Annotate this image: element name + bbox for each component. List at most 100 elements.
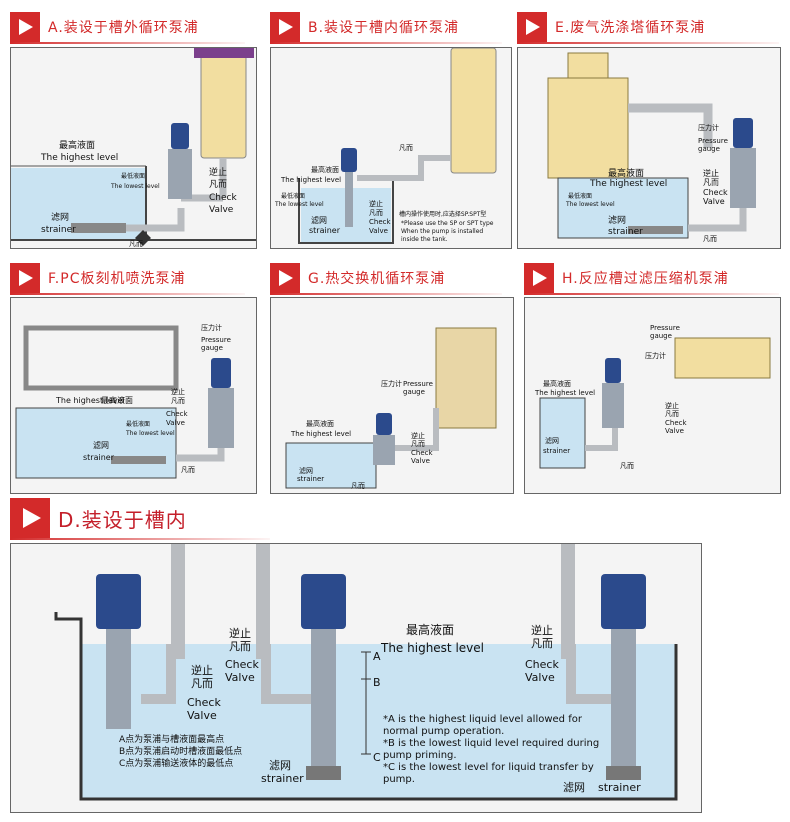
svg-text:凡而: 凡而 (411, 440, 425, 448)
svg-text:凡而: 凡而 (531, 637, 553, 650)
svg-text:The lowest level: The lowest level (274, 201, 324, 208)
header-e: E.废气洗涤塔循环泵浦 (517, 12, 779, 44)
svg-text:Check: Check (166, 410, 188, 418)
svg-text:凡而: 凡而 (703, 235, 717, 243)
svg-text:逆止: 逆止 (531, 623, 553, 637)
svg-text:Pressure: Pressure (698, 137, 728, 145)
svg-text:逆止: 逆止 (703, 168, 719, 178)
d-highest-cn: 最高液面 (406, 622, 454, 637)
play-triangle-icon (10, 12, 40, 42)
d-note-cn-3: C点为泵浦输送液体的最低点 (119, 757, 233, 769)
svg-text:strainer: strainer (309, 226, 341, 235)
strainer-en: strainer (41, 225, 76, 235)
svg-text:最低液面: 最低液面 (126, 420, 150, 428)
pump-motor (341, 148, 357, 172)
svg-text:压力计: 压力计 (698, 123, 719, 132)
svg-text:Valve: Valve (665, 427, 684, 435)
d-note-cn-2: B点为泵浦启动时槽液面最低点 (119, 745, 242, 757)
svg-text:凡而: 凡而 (181, 466, 195, 474)
pump-body (168, 149, 192, 199)
svg-text:Valve: Valve (703, 197, 725, 206)
pump-motor (605, 358, 621, 383)
check-en2: Valve (209, 205, 234, 215)
svg-text:strainer: strainer (608, 227, 643, 237)
svg-text:Valve: Valve (525, 671, 555, 684)
svg-text:The highest level: The highest level (589, 179, 667, 189)
svg-text:凡而: 凡而 (620, 462, 634, 470)
filter-column (200, 48, 247, 159)
lowest-en: The lowest level (110, 183, 160, 190)
svg-text:滤网: 滤网 (545, 436, 559, 445)
pump-body (208, 388, 234, 448)
svg-text:When the pump is installed: When the pump is installed (401, 228, 483, 235)
pump-3-motor (601, 574, 646, 629)
svg-text:压力计: 压力计 (201, 323, 222, 332)
header-b-text: B.装设于槽内循环泵浦 (308, 20, 460, 36)
strainer-2 (306, 766, 341, 780)
play-triangle-icon (10, 263, 40, 293)
d-note-en-5: *C is the lowest level for liquid transf… (383, 762, 594, 773)
header-e-text: E.废气洗涤塔循环泵浦 (555, 20, 706, 36)
svg-text:最高液面: 最高液面 (306, 419, 334, 428)
svg-text:凡而: 凡而 (369, 209, 383, 217)
d-point-c: C (373, 751, 381, 764)
svg-text:压力计: 压力计 (381, 379, 402, 388)
svg-text:滤网: 滤网 (311, 215, 327, 225)
svg-text:gauge: gauge (201, 344, 223, 352)
header-d: D.装设于槽内 (10, 498, 270, 540)
svg-text:strainer: strainer (543, 447, 570, 455)
panel-f-diagram: 压力计 Pressure gauge 最高液面 The highest leve… (15, 323, 234, 479)
header-f-text: F.PC板刻机喷洗泵浦 (48, 271, 186, 287)
header-a-text: A.装设于槽外循环泵浦 (48, 20, 199, 36)
svg-text:gauge: gauge (698, 145, 720, 153)
svg-text:Check: Check (525, 658, 559, 671)
header-b: B.装设于槽内循环泵浦 (270, 12, 502, 44)
column-cap (194, 48, 254, 58)
header-g-text: G.热交换机循环泵浦 (308, 271, 446, 287)
svg-text:滤网: 滤网 (608, 214, 626, 226)
svg-text:*Please use the SP or SPT type: *Please use the SP or SPT type (401, 220, 494, 227)
svg-text:Pressure: Pressure (403, 380, 433, 388)
svg-text:Pressure: Pressure (201, 336, 231, 344)
lowest-cn: 最低液面 (121, 172, 145, 180)
svg-text:槽内操作使用时,应选择SP.SPT型: 槽内操作使用时,应选择SP.SPT型 (399, 210, 486, 218)
play-triangle-icon (524, 263, 554, 293)
panel-h-diagram: Pressure gauge 压力计 最高液面 The highest leve… (534, 324, 771, 470)
svg-text:gauge: gauge (403, 388, 425, 396)
svg-text:inside the tank.: inside the tank. (401, 236, 448, 243)
svg-text:Valve: Valve (411, 457, 430, 465)
panel-f-pcb-spray: 压力计 Pressure gauge 最高液面 The highest leve… (10, 297, 257, 494)
d-note-cn-1: A点为泵浦与槽液面最高点 (119, 733, 224, 745)
filter-press (674, 337, 771, 379)
panel-b-internal-circulation: 最高液面 The highest level 最低液面 The lowest l… (270, 47, 512, 249)
svg-text:Check: Check (703, 188, 728, 197)
play-triangle-icon (517, 12, 547, 42)
svg-text:gauge: gauge (650, 332, 672, 340)
header-f: F.PC板刻机喷洗泵浦 (10, 263, 245, 295)
svg-text:Check: Check (411, 449, 433, 457)
svg-text:The lowest level: The lowest level (565, 201, 615, 208)
play-triangle-icon (10, 498, 50, 538)
header-h-text: H.反应槽过滤压缩机泵浦 (562, 271, 729, 287)
pump-shaft (345, 172, 353, 227)
svg-text:凡而: 凡而 (399, 144, 413, 152)
strainer-mesh (628, 226, 683, 234)
d-point-b: B (373, 676, 381, 689)
pump-motor (376, 413, 392, 435)
svg-text:The lowest level: The lowest level (125, 430, 175, 437)
strainer-3 (606, 766, 641, 780)
svg-text:凡而: 凡而 (703, 178, 719, 187)
svg-text:压力计: 压力计 (645, 351, 666, 360)
header-a: A.装设于槽外循环泵浦 (10, 12, 245, 44)
svg-text:逆止: 逆止 (665, 401, 679, 410)
svg-text:最低液面: 最低液面 (281, 192, 305, 200)
svg-text:Check: Check (665, 419, 687, 427)
panel-d-diagram: 最高液面 The highest level A B C 逆止 凡而 Check… (54, 544, 678, 801)
panel-g-heat-exchanger: 最高液面 The highest level 压力计 Pressure gaug… (270, 297, 514, 494)
svg-text:凡而: 凡而 (351, 482, 365, 490)
svg-text:Check: Check (187, 696, 221, 709)
highest-cn: 最高液面 (59, 139, 95, 151)
heat-exchanger (435, 327, 497, 429)
filter-column (450, 48, 497, 174)
strainer-mesh (71, 223, 126, 233)
